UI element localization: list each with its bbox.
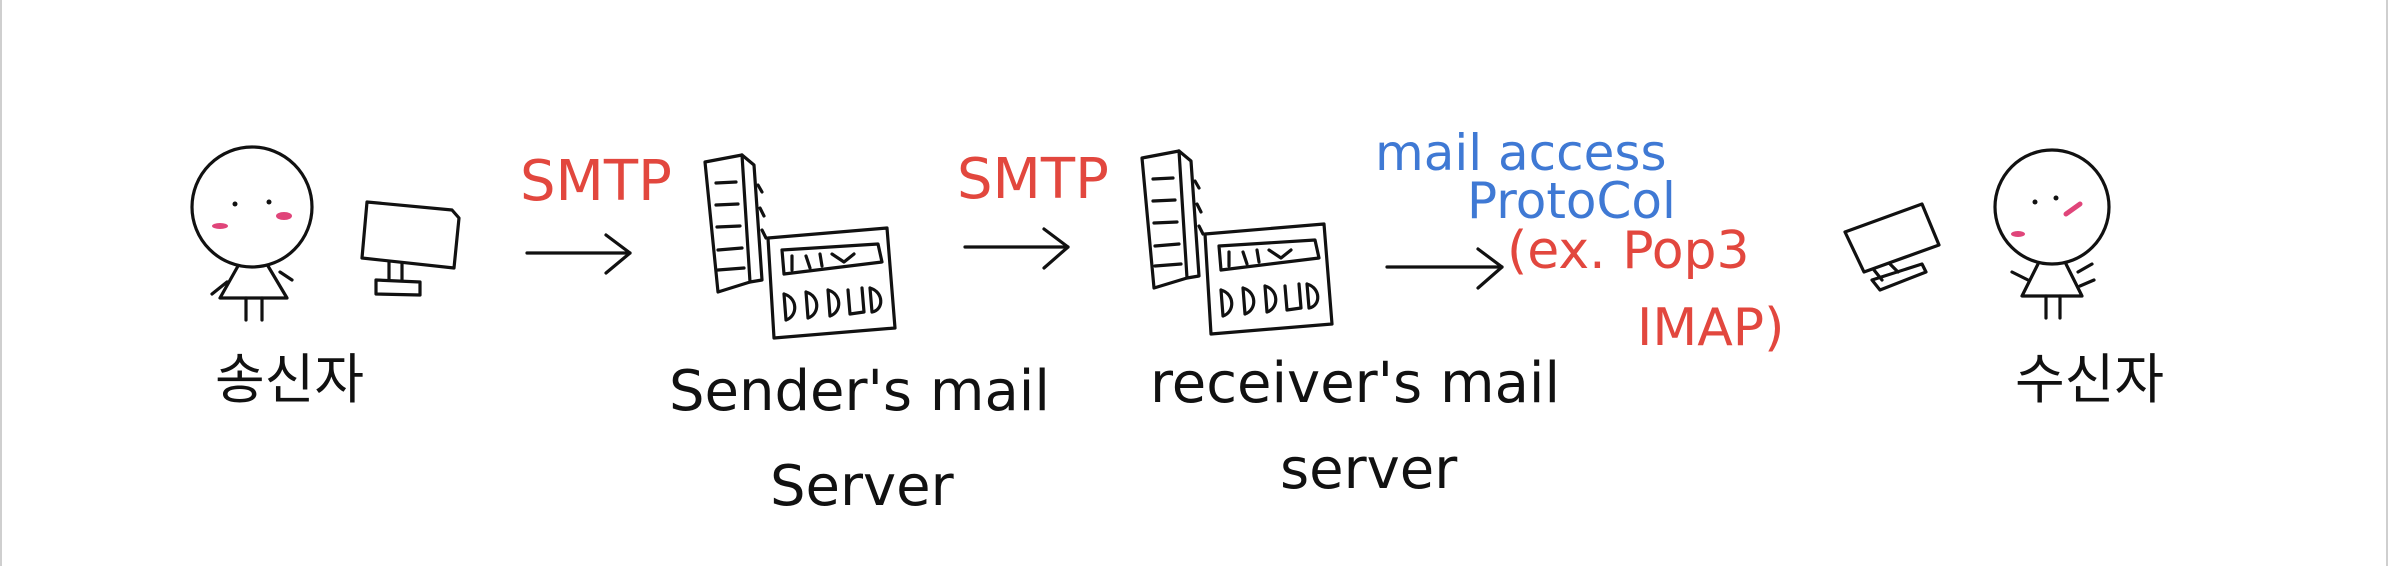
receiver-server-label-line2: server bbox=[1280, 437, 1458, 502]
arrow-2 bbox=[963, 227, 1070, 270]
sender-server-icon bbox=[703, 153, 897, 340]
protocol-label-1: SMTP bbox=[520, 149, 672, 214]
access-protocol-label-line2: ProtoCol bbox=[1467, 172, 1676, 230]
receiver-server-label-line1: receiver's mail bbox=[1150, 351, 1560, 416]
receiver-server-icon bbox=[1140, 149, 1334, 336]
sender-person-icon bbox=[190, 145, 314, 322]
protocol-label-2: SMTP bbox=[957, 147, 1109, 212]
receiver-label: 수신자 bbox=[2015, 348, 2164, 411]
receiver-computer-icon bbox=[1843, 202, 1941, 292]
arrow-3 bbox=[1385, 247, 1504, 290]
access-example-label-line1: (ex. Pop3 bbox=[1507, 221, 1750, 281]
arrow-1 bbox=[525, 233, 632, 275]
sender-computer-icon bbox=[360, 200, 461, 297]
access-example-label-line2: IMAP) bbox=[1637, 298, 1784, 358]
sender-server-label-line1: Sender's mail bbox=[669, 359, 1050, 424]
receiver-person-icon bbox=[1993, 148, 2111, 320]
access-protocol-label-line1: mail access bbox=[1375, 124, 1667, 182]
sender-label: 송신자 bbox=[215, 348, 364, 411]
sender-server-label-line2: Server bbox=[770, 454, 955, 519]
